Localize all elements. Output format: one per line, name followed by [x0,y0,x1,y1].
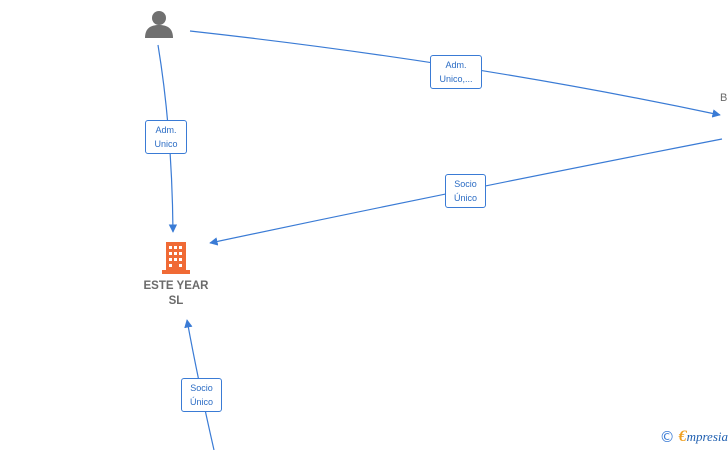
edge-label-line1: Socio [454,179,477,189]
company-name-line2: SL [168,295,184,307]
building-icon[interactable] [162,242,190,274]
node-label-right-partial[interactable]: B [720,92,728,104]
person-icon[interactable] [145,11,173,38]
empresia-logo-text: mpresia [686,429,728,444]
empresia-watermark: © €mpresia [660,428,728,446]
edge-label-person-to-right[interactable]: Adm. Unico,... [430,55,482,89]
edge-label-line1: Socio [190,383,213,393]
edge-label-line2: Unico [154,139,178,149]
edge-label-line2: Único [189,397,213,407]
edge-label-bottom-to-company[interactable]: Socio Único [181,378,222,412]
company-name[interactable]: ESTE YEAR SL [136,279,216,309]
empresia-logo: €mpresia [679,428,728,446]
edge-label-line1: Adm. [155,125,177,135]
edge-label-right-to-company[interactable]: Socio Único [445,174,486,208]
edge-label-person-to-company[interactable]: Adm. Unico [145,120,187,154]
empresia-logo-initial: € [678,428,687,445]
copyright-symbol: © [659,428,675,446]
edge-label-line2: Unico,... [439,74,473,84]
edge-label-line1: Adm. [445,60,467,70]
edge-label-line2: Único [453,193,477,203]
company-name-line1: ESTE YEAR [143,280,209,292]
